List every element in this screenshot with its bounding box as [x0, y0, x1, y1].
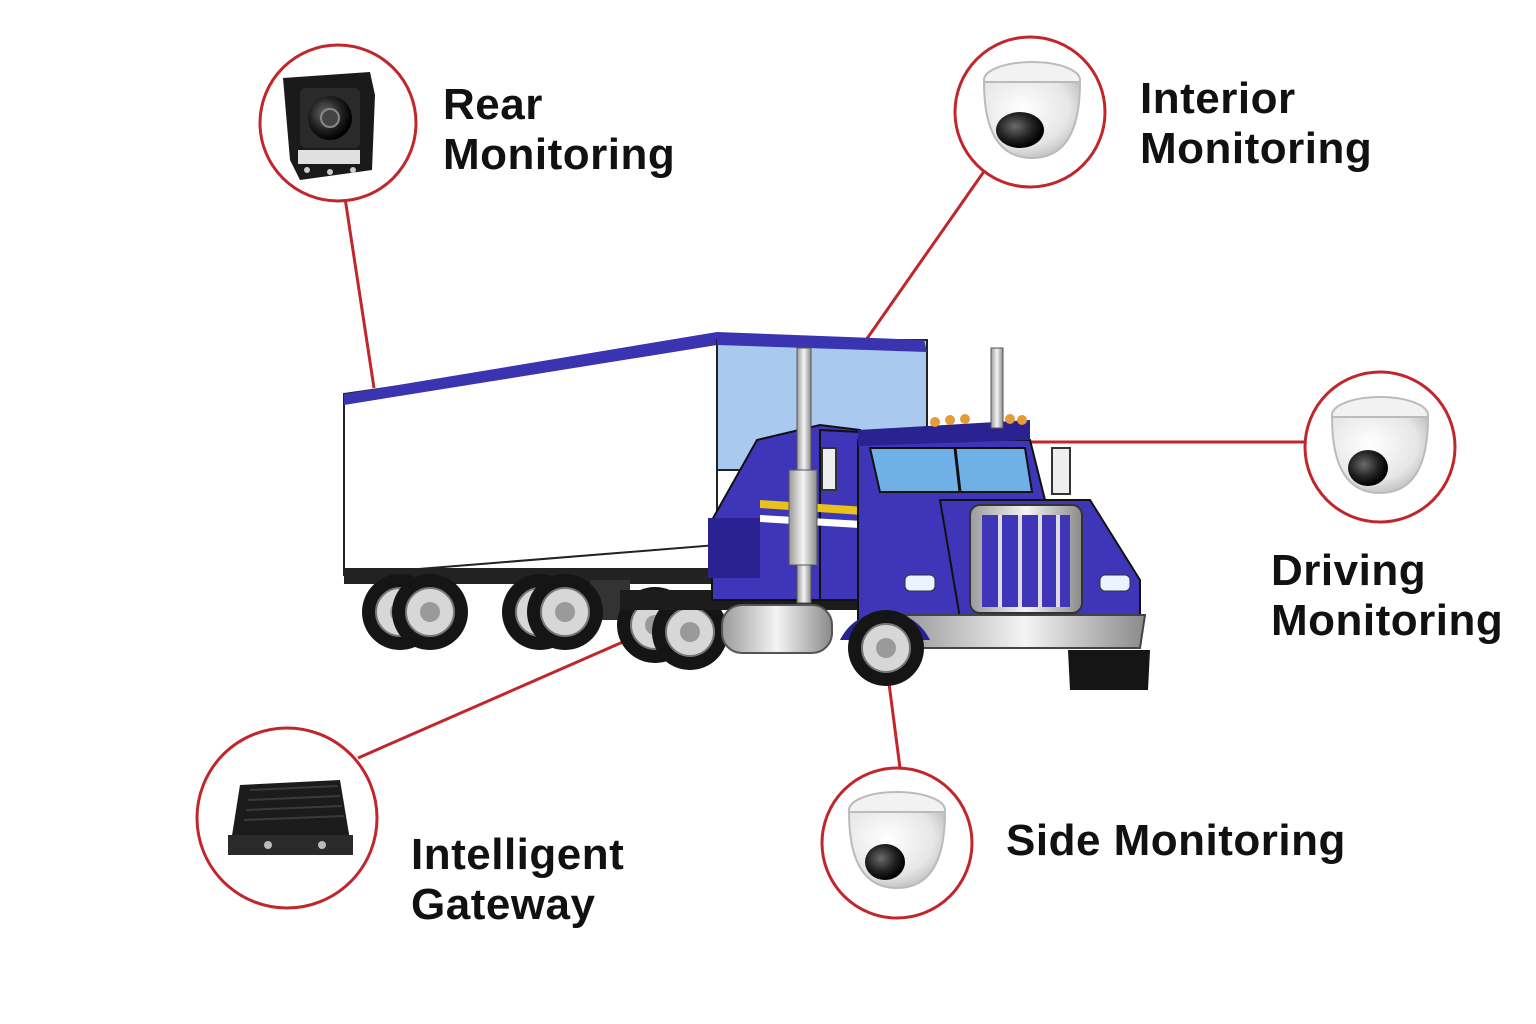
- side-monitoring-label: Side Monitoring: [1006, 816, 1346, 865]
- mdvr-gateway-icon: [228, 780, 353, 855]
- box-camera-icon: [283, 72, 375, 180]
- interior-camera-callout: [953, 35, 1107, 189]
- gateway-callout: [195, 726, 379, 910]
- dome-camera-icon: [847, 791, 947, 890]
- side-camera-callout: [820, 766, 974, 920]
- callout-line-interior: [850, 169, 987, 361]
- semi-truck-illustration: [343, 332, 1150, 690]
- tractor-cab: [708, 420, 1147, 649]
- dome-camera-icon: [1330, 396, 1430, 495]
- dome-camera-icon: [982, 61, 1082, 160]
- roof-marker-lights: [930, 414, 1027, 427]
- rear-camera-callout: [258, 43, 418, 203]
- driving-camera-callout: [1303, 370, 1457, 524]
- callout-line-rear: [343, 197, 376, 389]
